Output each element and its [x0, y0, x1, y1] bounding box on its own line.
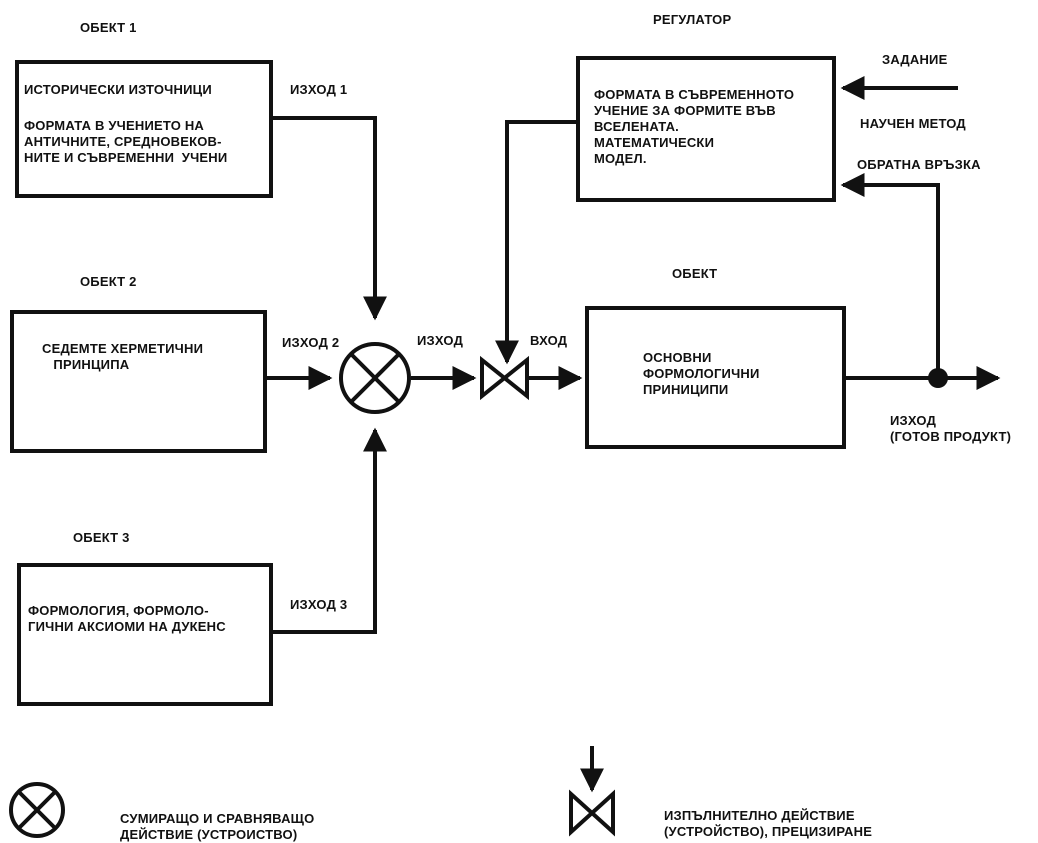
object3-heading: ОБЕКТ 3: [73, 530, 130, 545]
main-object-description: ОСНОВНИ ФОРМОЛОГИЧНИ ПРИНИЦИПИ: [643, 350, 760, 397]
feedback-label: ОБРАТНА ВРЪЗКА: [857, 157, 981, 172]
object1-title: ИСТОРИЧЕСКИ ИЗТОЧНИЦИ: [24, 82, 212, 97]
object1-description: ФОРМАТА В УЧЕНИЕТО НА АНТИЧНИТЕ, СРЕДНОВ…: [24, 118, 228, 165]
regulator-heading: РЕГУЛАТОР: [653, 12, 732, 27]
task-label: ЗАДАНИЕ: [882, 52, 948, 67]
legend-actuator-symbol: [569, 746, 615, 837]
object3-output-label: ИЗХОД 3: [290, 597, 348, 612]
method-label: НАУЧЕН МЕТОД: [860, 116, 966, 131]
object1-heading: ОБЕКТ 1: [80, 20, 137, 35]
main-object-heading: ОБЕКТ: [672, 266, 718, 281]
object2-box: [10, 310, 267, 453]
connector-output3: [273, 427, 387, 634]
object2-description: СЕДЕМТЕ ХЕРМЕТИЧНИ ПРИНЦИПА: [42, 341, 204, 372]
object3-box: [17, 563, 273, 706]
object3-description: ФОРМОЛОГИЯ, ФОРМОЛО- ГИЧНИ АКСИОМИ НА ДУ…: [28, 603, 226, 634]
feedback-junction-dot: [928, 368, 948, 388]
legend-summing-symbol: [9, 782, 65, 838]
connector-feedback: [840, 173, 940, 378]
legend-actuator-text: ИЗПЪЛНИТЕЛНО ДЕЙСТВИЕ (УСТРОЙСТВО), ПРЕЦ…: [664, 808, 873, 839]
summing-junction: [339, 342, 411, 414]
regulator-description: ФОРМАТА В СЪВРЕМЕННОТО УЧЕНИЕ ЗА ФОРМИТЕ…: [594, 87, 795, 166]
actuator-valve: [480, 355, 529, 401]
regulator-box: [576, 56, 836, 202]
object2-output-label: ИЗХОД 2: [282, 335, 340, 350]
main-object-box: [585, 306, 846, 449]
connector-output1: [273, 116, 387, 321]
object1-output-label: ИЗХОД 1: [290, 82, 348, 97]
connector-regulator-to-actuator: [495, 120, 576, 365]
input-label: ВХОД: [530, 333, 568, 348]
legend-summing-text: СУМИРАЩО И СРАВНЯВАЩО ДЕЙСТВИЕ (УСТРОИСТ…: [120, 811, 315, 842]
object2-heading: ОБЕКТ 2: [80, 274, 137, 289]
final-output-label: ИЗХОД (ГОТОВ ПРОДУКТ): [890, 413, 1012, 444]
output-label: ИЗХОД: [417, 333, 464, 348]
object1-box: [15, 60, 273, 198]
